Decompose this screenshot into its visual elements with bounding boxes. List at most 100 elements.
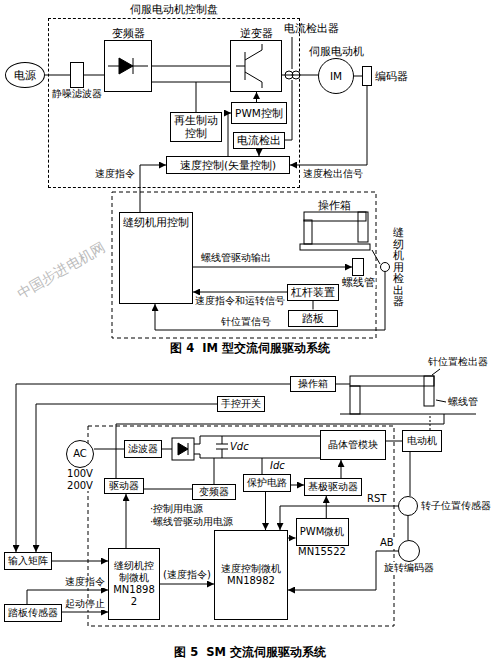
connector — [326, 496, 327, 518]
leader-line — [432, 369, 440, 375]
node-text: 驱动器 — [109, 480, 139, 492]
connector — [152, 66, 230, 67]
diode-bar — [188, 443, 189, 455]
connector — [16, 384, 290, 552]
node-text: 缝纫机用控制 — [123, 216, 189, 229]
connector — [290, 86, 367, 165]
process-box: 基极驱动器 — [304, 478, 362, 496]
rectifier-box — [172, 438, 194, 460]
text-holder: 操作箱 — [291, 377, 335, 391]
noise-filter: 静噪滤波器 — [70, 62, 84, 88]
belt-line — [430, 414, 431, 430]
sewing-machine-head — [358, 212, 368, 242]
solenoid-wire — [116, 414, 444, 478]
sewing-machine-arm — [304, 212, 366, 221]
node-text: 静噪滤波器 — [51, 88, 103, 100]
diode-symbol — [178, 443, 188, 455]
dc-bus-wire — [196, 82, 230, 83]
inverter-box: 逆变器 — [230, 40, 282, 92]
converter-box: 变频器 — [104, 40, 152, 92]
supply-wire — [214, 458, 215, 484]
connector — [193, 292, 287, 293]
diode-bar — [133, 58, 134, 74]
leader-line — [292, 37, 293, 69]
connector — [282, 75, 318, 76]
connector — [126, 494, 127, 548]
microcomputer-box: 缝纫机控制微机MN18982 — [108, 548, 160, 620]
node-text: 变频器 — [199, 486, 229, 498]
node-text: 转子位置传感器 — [420, 500, 492, 512]
text-holder — [399, 497, 417, 515]
node-text: MN18982 — [227, 575, 275, 587]
node-text: 电源 — [14, 69, 36, 82]
microcomputer-box: 速度控制微机MN18982 — [214, 530, 288, 620]
sewing-machine-arm — [350, 376, 434, 386]
process-box: 晶体管模块 — [320, 430, 386, 460]
text-holder: 晶体管模块 — [321, 431, 385, 459]
node-text: 保护电路 — [247, 477, 287, 489]
connector — [152, 82, 196, 112]
connector — [386, 441, 402, 442]
connector — [140, 165, 166, 212]
text-holder: 缝纫机控制微机MN18982 — [109, 549, 159, 619]
process-box: 输入矩阵 — [4, 552, 52, 570]
connector — [265, 492, 266, 530]
text-holder — [381, 263, 389, 271]
node-text: 伺服电动机 — [308, 45, 365, 57]
node-text: 速度控制(矢量控制) — [180, 159, 276, 172]
text-holder: 再生制动控制 — [171, 113, 221, 141]
note-label: ·螺线管驱动用电源 — [150, 516, 233, 528]
connector — [291, 485, 304, 486]
diode-symbol — [119, 58, 133, 74]
text-holder: 踏板 — [289, 311, 337, 326]
power-wire — [162, 449, 172, 450]
node-text: 螺线管 — [341, 276, 376, 288]
text-holder: 驱动器 — [105, 479, 143, 493]
control-panel-region: 伺服电动机控制盘静噪滤波器变频器逆变器再生制动控制PWM控制电流检出速度控制(矢… — [48, 18, 300, 188]
text-holder: IM — [319, 59, 353, 93]
text-holder — [363, 67, 371, 85]
figure-caption: 图 5 SM 交流伺服驱动系统 — [174, 646, 326, 659]
dc-bus-wire — [194, 436, 320, 444]
ac-source: AC100V 200V — [66, 440, 94, 468]
edge-label: (速度指令) — [162, 569, 212, 581]
connector — [160, 584, 214, 585]
connector — [288, 538, 296, 539]
connector — [94, 449, 124, 450]
controller-box: 缝纫机用控制 — [119, 212, 193, 304]
motor-circle: IM伺服电动机 — [318, 58, 354, 94]
text-holder: 电源 — [6, 63, 44, 87]
microcomputer-box: PWM微机MN15522 — [296, 518, 349, 546]
connector — [408, 516, 409, 540]
node-text: 操作箱 — [298, 378, 328, 390]
note-label: 螺线管 — [448, 396, 478, 408]
process-box: 变频器 — [192, 484, 236, 500]
text-holder: 滤波器 — [125, 441, 161, 457]
node-text: 100V 200V — [63, 468, 97, 491]
node-text: 速度控制微机 — [221, 563, 281, 575]
node-text: 滤波器 — [128, 443, 158, 455]
edge-label: 速度指令 — [64, 576, 106, 588]
node-text: 输入矩阵 — [8, 555, 48, 567]
sewing-machine-pillar — [350, 386, 360, 414]
note-label: 电流检出器 — [284, 22, 339, 34]
node-text: MN15522 — [297, 546, 347, 558]
text-holder: AC — [67, 441, 93, 467]
connector — [341, 460, 342, 478]
connector — [410, 452, 411, 496]
text-holder: 电流检出 — [234, 133, 284, 148]
node-text: IM — [330, 70, 342, 83]
detector-link — [372, 250, 380, 264]
edge-label: 速度检出信号 — [302, 168, 364, 180]
note-label: 操作箱 — [318, 199, 351, 211]
control-region-dashed — [112, 192, 376, 338]
sensor-box: 踏板传感器 — [4, 604, 62, 622]
connector — [259, 149, 260, 157]
process-box: 操作箱 — [290, 376, 336, 392]
encoder-box: 编码器 — [362, 66, 372, 86]
sewing-machine-base — [300, 244, 370, 250]
sensor-circle: 转子位置传感器 — [398, 496, 418, 516]
edge-label: 速度指令 — [94, 168, 136, 180]
connector — [256, 92, 257, 102]
